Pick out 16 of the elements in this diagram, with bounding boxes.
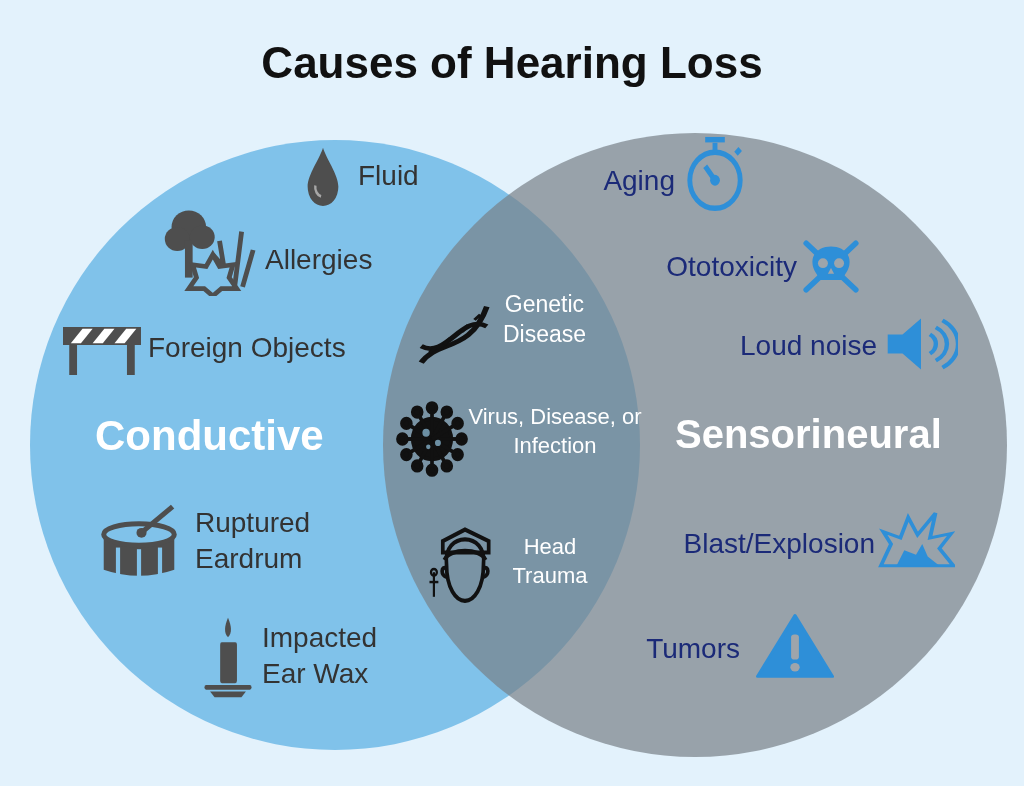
cause-label: Allergies: [265, 243, 374, 277]
cause-label: Blast/Explosion: [682, 527, 875, 561]
cause-label: Virus, Disease, or Infection: [467, 403, 643, 460]
cause-label: Aging: [602, 164, 675, 198]
cause-label: Ruptured Eardrum: [195, 506, 312, 577]
cause-label: Ototoxicity: [665, 250, 797, 284]
cause-label: Impacted Ear Wax: [262, 621, 379, 692]
cause-label: Genetic Disease: [501, 290, 588, 349]
cause-label: Foreign Objects: [148, 331, 347, 365]
cause-label: Loud noise: [739, 329, 877, 363]
diagram-title: Causes of Hearing Loss: [260, 38, 764, 88]
circle-title: Conductive: [95, 412, 324, 460]
circle-title: Sensorineural: [675, 412, 942, 457]
cause-label: Fluid: [358, 159, 420, 193]
cause-label: Tumors: [645, 632, 740, 666]
cause-label: Head Trauma: [511, 533, 589, 590]
